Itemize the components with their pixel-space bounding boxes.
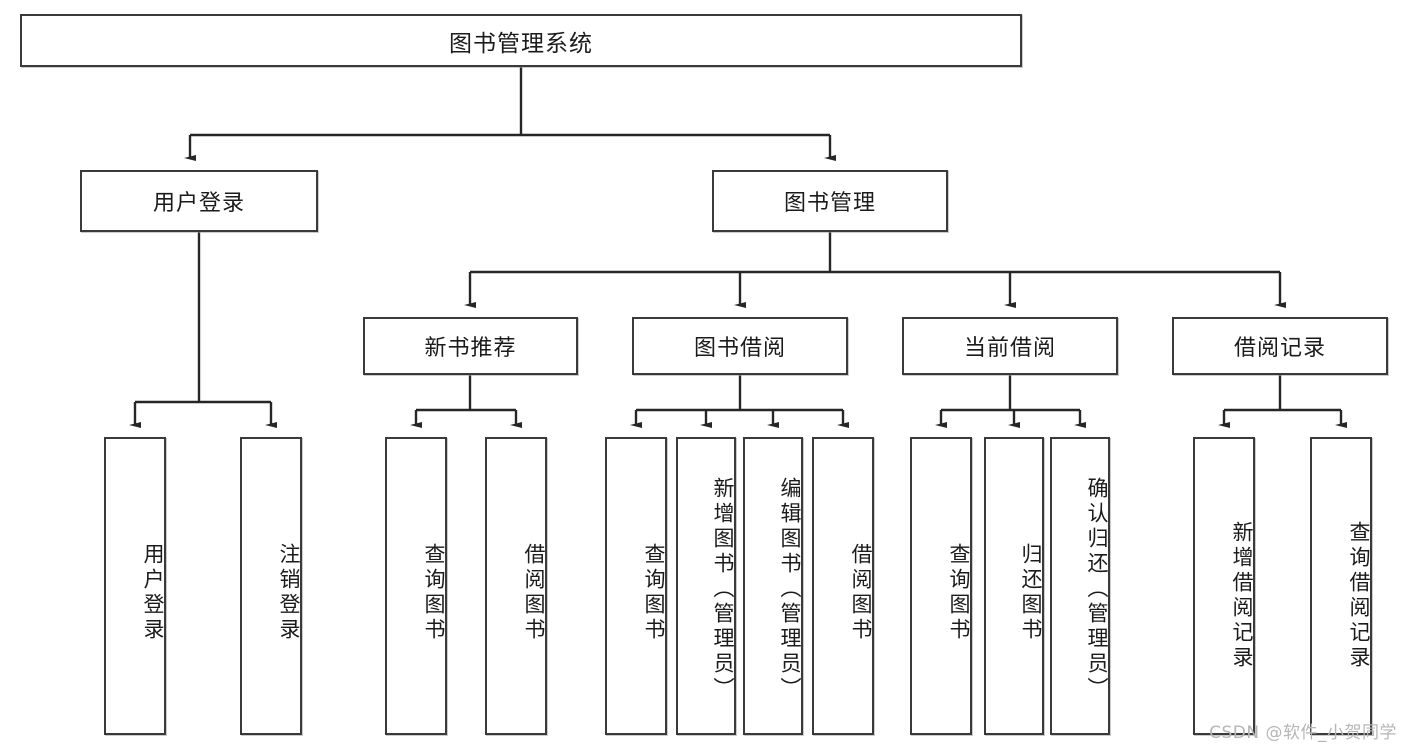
node-leaf-query-borrow-record[interactable]: 查询借阅记录 <box>1310 437 1372 735</box>
node-book-borrow[interactable]: 图书借阅 <box>632 317 848 375</box>
node-leaf-query-book-rec-label: 查询图书 <box>422 543 446 643</box>
book-manage-to-level3-connectors <box>464 232 1286 308</box>
node-root-label: 图书管理系统 <box>449 30 593 57</box>
node-leaf-user-login[interactable]: 用户登录 <box>104 437 166 735</box>
node-root[interactable]: 图书管理系统 <box>20 14 1022 67</box>
node-borrow-record-label: 借阅记录 <box>1233 336 1326 361</box>
node-leaf-user-login-label: 用户登录 <box>141 543 165 643</box>
book-borrow-to-leaves-connectors <box>630 375 849 428</box>
node-leaf-confirm-return-admin[interactable]: 确认归还（管理员） <box>1050 437 1110 735</box>
node-leaf-user-logout-label: 注销登录 <box>277 543 301 643</box>
node-new-book-recommend-label: 新书推荐 <box>424 336 517 361</box>
current-borrow-to-leaves-connectors <box>935 375 1086 428</box>
node-new-book-recommend[interactable]: 新书推荐 <box>363 317 578 375</box>
node-leaf-borrow-book-bor-label: 借阅图书 <box>849 543 873 643</box>
node-leaf-user-logout[interactable]: 注销登录 <box>240 437 302 735</box>
node-book-manage-label: 图书管理 <box>783 191 876 216</box>
node-current-borrow[interactable]: 当前借阅 <box>902 317 1118 375</box>
borrow-record-to-leaves-connectors <box>1218 375 1347 428</box>
node-leaf-add-book-admin-label: 新增图书（管理员） <box>711 476 735 702</box>
node-leaf-query-borrow-record-label: 查询借阅记录 <box>1347 521 1371 671</box>
node-leaf-borrow-book-rec[interactable]: 借阅图书 <box>485 437 547 735</box>
node-leaf-query-book-bor[interactable]: 查询图书 <box>605 437 667 735</box>
node-leaf-query-book-cur[interactable]: 查询图书 <box>910 437 972 735</box>
node-user-login-label: 用户登录 <box>152 191 245 216</box>
node-leaf-borrow-book-rec-label: 借阅图书 <box>522 543 546 643</box>
node-leaf-borrow-book-bor[interactable]: 借阅图书 <box>812 437 874 735</box>
node-leaf-add-borrow-record-label: 新增借阅记录 <box>1230 521 1254 671</box>
node-user-login[interactable]: 用户登录 <box>80 170 318 232</box>
node-borrow-record[interactable]: 借阅记录 <box>1172 317 1388 375</box>
node-leaf-add-borrow-record[interactable]: 新增借阅记录 <box>1193 437 1255 735</box>
node-book-manage[interactable]: 图书管理 <box>712 170 948 232</box>
new-book-recommend-to-leaves-connectors <box>410 375 522 428</box>
user-login-to-leaves-connectors <box>129 232 277 428</box>
node-leaf-edit-book-admin[interactable]: 编辑图书（管理员） <box>743 437 803 735</box>
node-leaf-query-book-bor-label: 查询图书 <box>642 543 666 643</box>
node-leaf-return-book[interactable]: 归还图书 <box>984 437 1044 735</box>
node-leaf-add-book-admin[interactable]: 新增图书（管理员） <box>676 437 736 735</box>
node-current-borrow-label: 当前借阅 <box>963 336 1056 361</box>
node-leaf-confirm-return-admin-label: 确认归还（管理员） <box>1085 476 1109 702</box>
node-leaf-query-book-cur-label: 查询图书 <box>947 543 971 643</box>
node-leaf-return-book-label: 归还图书 <box>1019 543 1043 643</box>
root-to-level2-connectors <box>184 67 836 161</box>
node-leaf-edit-book-admin-label: 编辑图书（管理员） <box>778 476 802 702</box>
node-book-borrow-label: 图书借阅 <box>693 336 786 361</box>
watermark-text: CSDN @软件_小贺同学 <box>1209 723 1397 743</box>
node-leaf-query-book-rec[interactable]: 查询图书 <box>385 437 447 735</box>
